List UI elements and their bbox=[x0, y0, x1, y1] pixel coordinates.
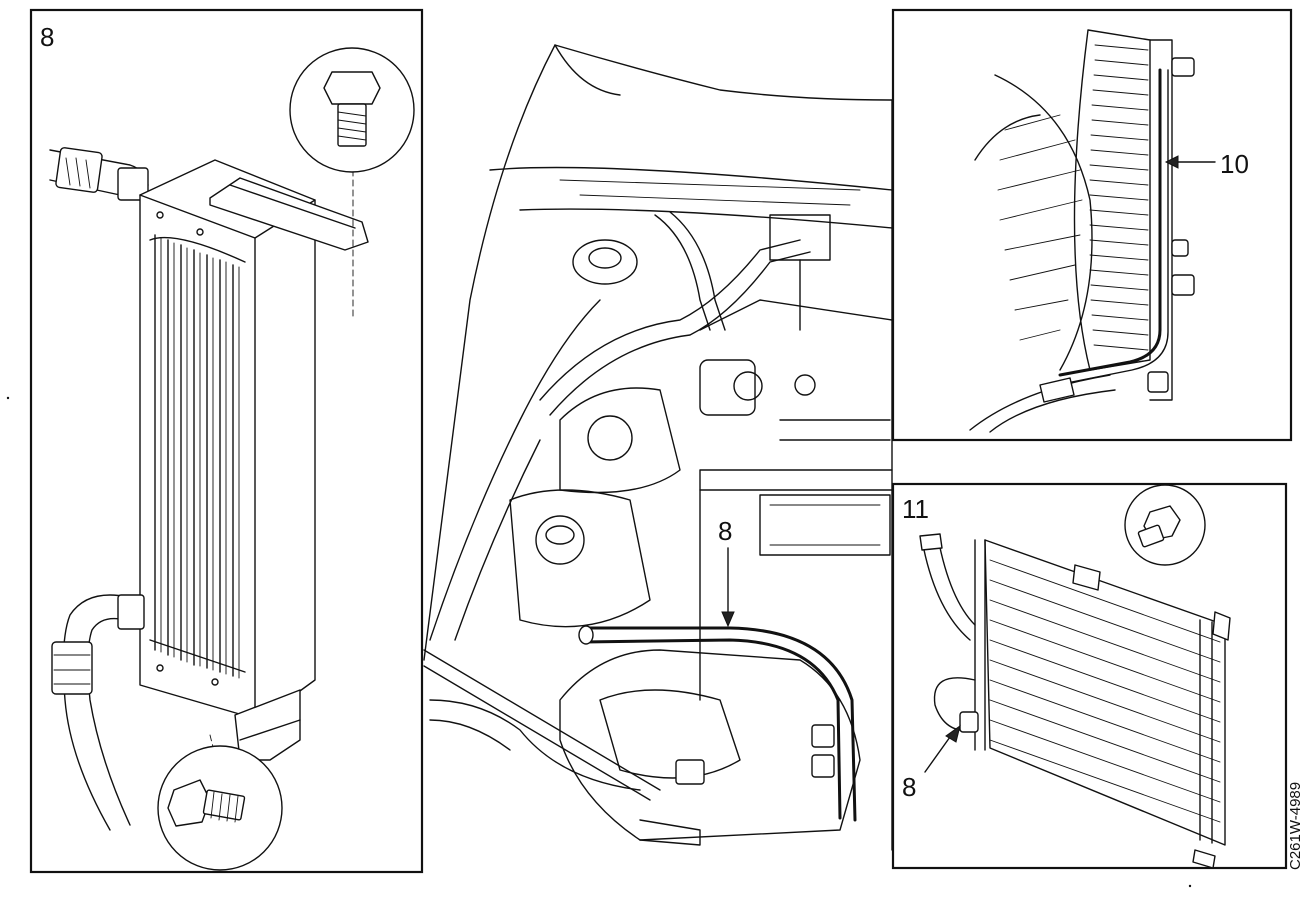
radiator-core bbox=[984, 539, 1226, 846]
top-bracket bbox=[209, 177, 369, 251]
filler-cap bbox=[535, 515, 585, 565]
document-code: C261W-4989 bbox=[1287, 782, 1304, 870]
scan-dot bbox=[6, 396, 10, 400]
engine-bay-view bbox=[423, 44, 893, 851]
radiator-panel: 11 8 bbox=[891, 482, 1288, 870]
oil-cooler-panel: 8 bbox=[29, 8, 424, 874]
reservoir-cap bbox=[587, 415, 633, 461]
scan-dot bbox=[1188, 884, 1192, 888]
panel-label-11: 11 bbox=[902, 494, 929, 524]
cooler-body bbox=[139, 159, 316, 721]
part-label-8-center: 8 bbox=[718, 516, 732, 546]
panel-label-8: 8 bbox=[40, 22, 54, 52]
lower-hose-fitting bbox=[51, 641, 93, 695]
strut-tower bbox=[572, 239, 638, 285]
part-label-8-lower: 8 bbox=[902, 772, 916, 802]
part-label-10: 10 bbox=[1220, 149, 1249, 179]
oil-cooler-pipe bbox=[582, 626, 857, 822]
radiator-pipe-panel: 10 bbox=[891, 8, 1293, 442]
bolt-icon bbox=[323, 71, 381, 105]
bolt-icon bbox=[167, 779, 211, 827]
upper-hose-fitting bbox=[55, 147, 103, 193]
